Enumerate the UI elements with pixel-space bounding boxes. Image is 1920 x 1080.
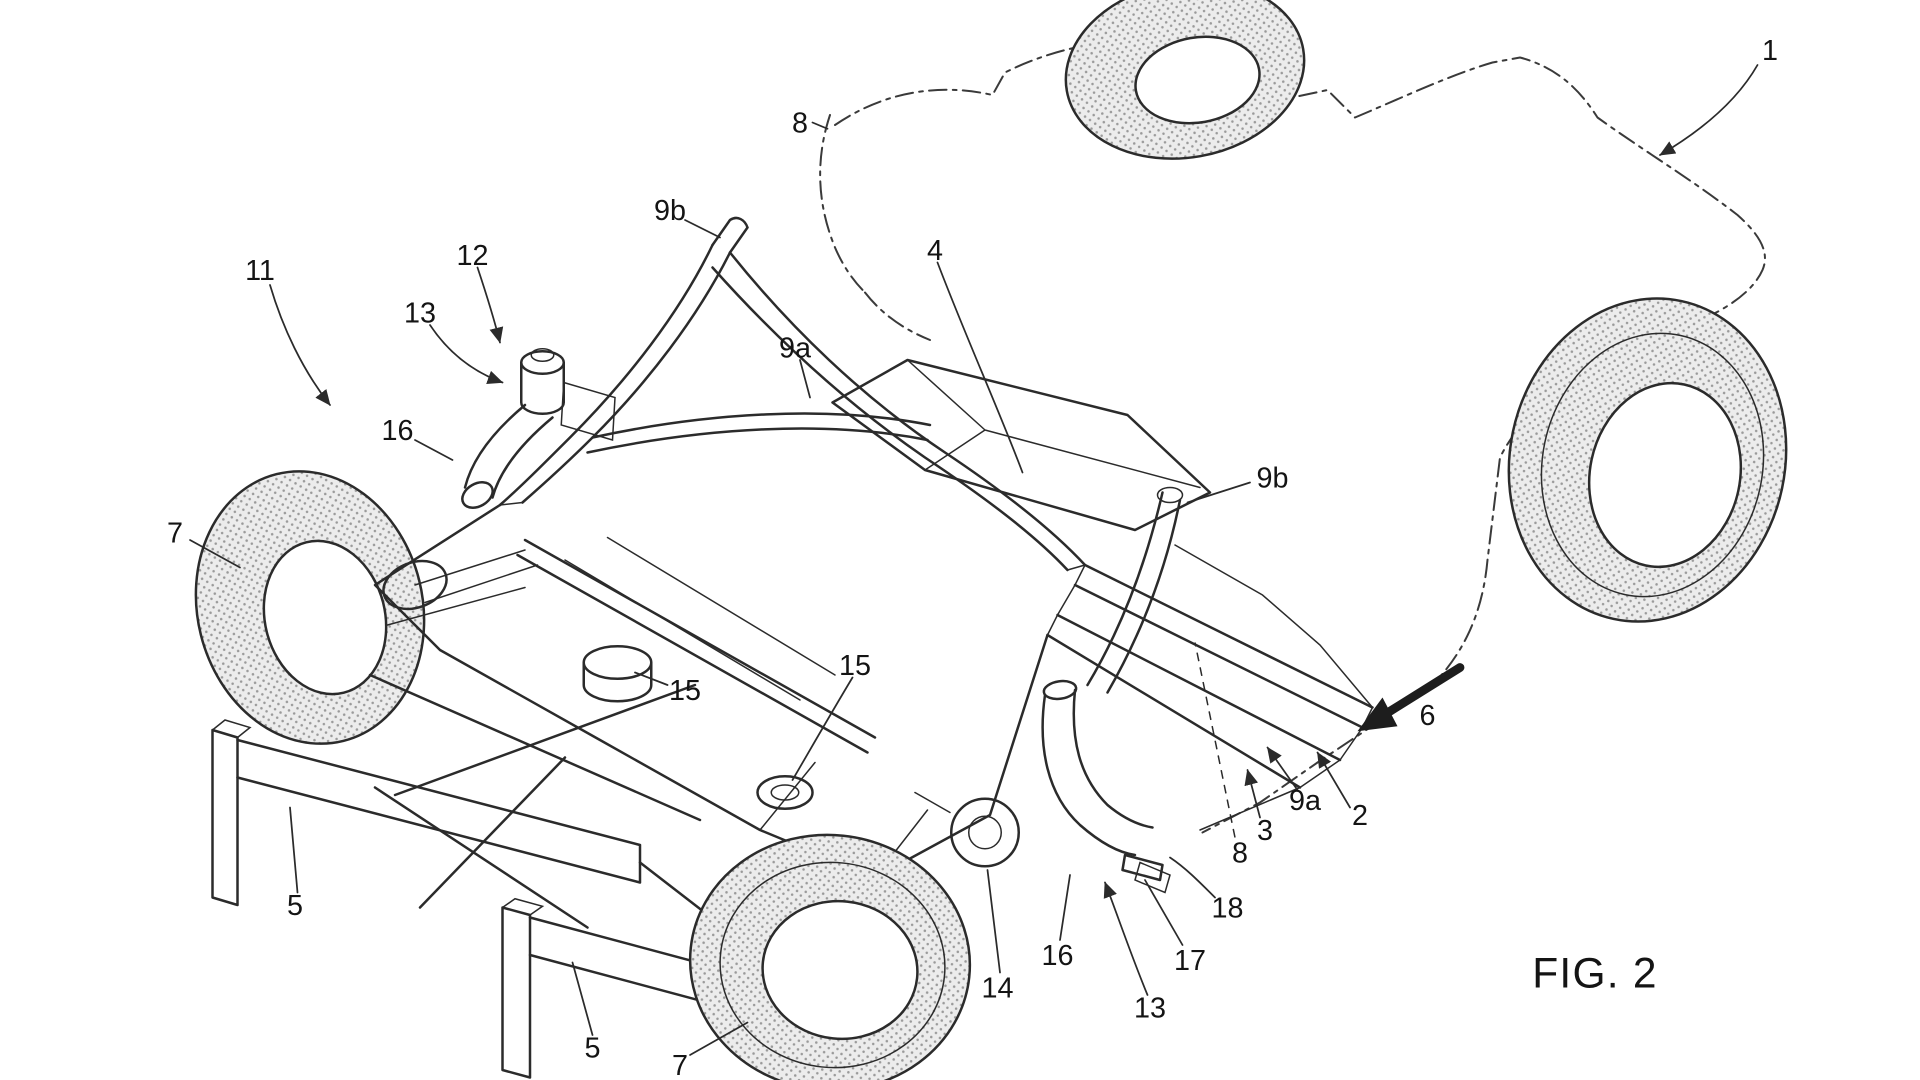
ref-label-1: 1 (1762, 35, 1778, 67)
leader-8-low (1194, 642, 1236, 838)
exhaust-pipe-right (1041, 679, 1171, 894)
rear-left-wheel (194, 470, 426, 745)
ref-label-4: 4 (927, 235, 943, 267)
cup-component-15-left (582, 645, 653, 703)
ref-label-8-low: 8 (1232, 838, 1248, 870)
bracket-17 (1134, 861, 1171, 894)
cross-braces (368, 673, 702, 822)
chassis-frame (211, 216, 1374, 1079)
rear-rail-upper (211, 719, 642, 907)
leader-7-left (189, 539, 241, 569)
ref-label-18: 18 (1212, 893, 1244, 925)
leader-18 (1169, 856, 1216, 899)
rocker-sill (1046, 544, 1374, 831)
reference-labels: 1 8 9b 4 12 11 13 9a 16 9b 7 15 15 6 9a … (167, 35, 1778, 1080)
windshield-frame (498, 216, 1087, 572)
ref-label-11: 11 (245, 255, 275, 287)
leader-9a-low (1266, 746, 1299, 791)
leader-15-left (634, 671, 669, 686)
leader-13-top (429, 324, 504, 384)
ref-label-15-left: 15 (669, 675, 701, 707)
ref-label-15-center: 15 (839, 650, 871, 682)
ref-label-6: 6 (1420, 700, 1436, 732)
end-plate-lower (501, 906, 532, 1079)
leader-3 (1244, 769, 1261, 819)
front-center-wheel (688, 833, 972, 1080)
tire-front-hub (761, 899, 919, 1041)
leader-14 (986, 869, 1001, 974)
leader-11 (269, 284, 331, 406)
rear-deck (831, 358, 1212, 532)
leader-9a-top (799, 359, 811, 399)
ref-label-12: 12 (457, 240, 489, 272)
ref-label-17: 17 (1174, 945, 1206, 977)
leader-7-bottom (689, 1021, 749, 1056)
leader-8-top (811, 121, 829, 130)
strut-tower (520, 348, 616, 441)
ref-label-16-low: 16 (1042, 940, 1074, 972)
leader-2 (1316, 751, 1351, 809)
tire-right-hub (1587, 381, 1743, 569)
direction-arrow-6 (1357, 663, 1465, 732)
arrowhead-6 (1357, 697, 1398, 732)
leader-16-low (1059, 874, 1071, 941)
leader-1 (1659, 64, 1759, 156)
leader-13-low (1103, 881, 1149, 996)
leader-17 (1144, 879, 1184, 946)
leader-12 (476, 266, 504, 344)
ref-label-2: 2 (1352, 800, 1368, 832)
ref-label-3: 3 (1257, 815, 1273, 847)
leader-9b-top (684, 219, 721, 239)
ref-label-9b-top: 9b (654, 195, 686, 227)
front-right-wheel (1507, 297, 1788, 623)
cowl-rail (586, 412, 932, 454)
ref-label-9b-right: 9b (1257, 463, 1289, 495)
ref-label-9a-top: 9a (779, 333, 811, 365)
pipe-opening (1042, 679, 1078, 701)
leader-9b-right (1186, 481, 1251, 504)
body-rear-wheel-top (1064, 0, 1306, 160)
pipe-mouth (461, 481, 494, 509)
tire-top-hub (1134, 35, 1261, 125)
end-plate-upper (211, 728, 239, 907)
tire-left-hub (262, 539, 388, 696)
leader-16-left (414, 439, 454, 461)
wheel-hub (382, 559, 448, 611)
exhaust-pipe-left (461, 403, 554, 509)
ref-label-5-lower: 5 (585, 1033, 601, 1065)
ref-label-13-top: 13 (404, 298, 436, 330)
leader-lines (189, 64, 1759, 1056)
leader-5-lower (571, 961, 594, 1036)
ref-label-14: 14 (982, 973, 1014, 1005)
leader-4 (936, 261, 1024, 474)
ring-component-15-center (756, 775, 814, 810)
ref-label-13-low: 13 (1134, 993, 1166, 1025)
ref-label-9a-low: 9a (1289, 785, 1321, 817)
ref-label-5-upper: 5 (287, 890, 303, 922)
leader-15-center (791, 676, 854, 781)
ref-label-8-top: 8 (792, 108, 808, 140)
catalyst-disc-14 (914, 791, 1020, 868)
figure-caption: FIG. 2 (1532, 951, 1658, 998)
floor-pan (373, 503, 1049, 879)
left-suspension (382, 549, 539, 626)
ref-label-7-bottom: 7 (672, 1050, 688, 1080)
ref-label-16-left: 16 (382, 415, 414, 447)
pipe-flange (1121, 853, 1164, 882)
ref-label-7-left: 7 (167, 518, 183, 550)
leader-5-upper (289, 806, 299, 894)
